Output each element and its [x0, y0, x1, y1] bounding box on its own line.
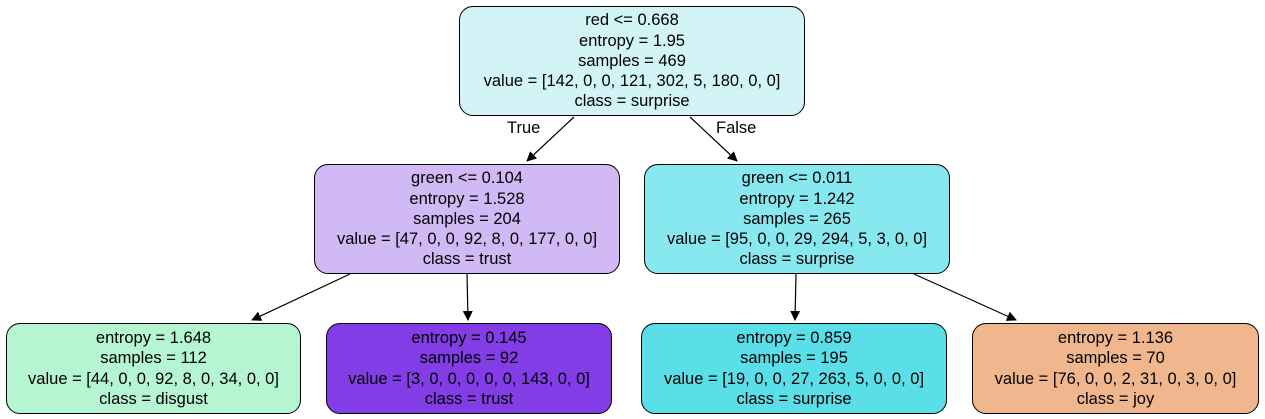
node-split: green <= 0.011 [741, 169, 853, 188]
node-entropy: entropy = 1.136 [1057, 329, 1174, 348]
node-class: class = trust [424, 389, 514, 408]
tree-leaf-left-right: entropy = 0.145 samples = 92 value = [3,… [326, 323, 612, 414]
node-class: class = joy [1076, 389, 1155, 408]
node-split: green <= 0.104 [411, 169, 523, 188]
node-class: class = trust [422, 250, 512, 269]
node-class: class = surprise [739, 250, 855, 269]
node-entropy: entropy = 1.528 [409, 189, 525, 208]
edge-root-right [689, 116, 738, 162]
edge-right-rightright [913, 273, 1017, 321]
node-samples: samples = 70 [1066, 349, 1165, 368]
node-entropy: entropy = 1.242 [739, 189, 855, 208]
edge-root-left [526, 116, 575, 162]
edge-left-leftright [462, 273, 473, 321]
node-entropy: entropy = 1.95 [579, 31, 685, 50]
node-samples: samples = 112 [100, 349, 207, 368]
node-value: value = [44, 0, 0, 92, 8, 0, 34, 0, 0] [28, 369, 279, 388]
tree-leaf-left-left: entropy = 1.648 samples = 112 value = [4… [6, 323, 301, 414]
node-entropy: entropy = 0.145 [411, 329, 527, 348]
node-entropy: entropy = 1.648 [95, 329, 212, 348]
tree-node-right: green <= 0.011 entropy = 1.242 samples =… [644, 164, 950, 274]
edge-label-true: True [507, 119, 541, 137]
tree-leaf-right-right: entropy = 1.136 samples = 70 value = [76… [972, 323, 1259, 414]
node-samples: samples = 265 [743, 209, 851, 228]
node-value: value = [95, 0, 0, 29, 294, 5, 3, 0, 0] [666, 230, 928, 249]
node-value: value = [19, 0, 0, 27, 263, 5, 0, 0, 0] [663, 369, 925, 388]
node-class: class = surprise [736, 389, 852, 408]
node-entropy: entropy = 0.859 [736, 329, 852, 348]
node-samples: samples = 195 [740, 349, 848, 368]
node-samples: samples = 92 [419, 349, 519, 368]
node-value: value = [47, 0, 0, 92, 8, 0, 177, 0, 0] [336, 230, 598, 249]
node-value: value = [142, 0, 0, 121, 302, 5, 180, 0,… [483, 72, 781, 91]
tree-node-root: red <= 0.668 entropy = 1.95 samples = 46… [459, 6, 805, 116]
node-value: value = [76, 0, 0, 2, 31, 0, 3, 0, 0] [994, 369, 1237, 388]
tree-node-left: green <= 0.104 entropy = 1.528 samples =… [314, 164, 620, 274]
node-class: class = surprise [574, 92, 690, 111]
node-value: value = [3, 0, 0, 0, 0, 0, 143, 0, 0] [348, 369, 590, 388]
node-split: red <= 0.668 [585, 11, 679, 30]
edge-left-leftleft [251, 273, 351, 321]
node-class: class = disgust [99, 389, 208, 408]
tree-leaf-right-left: entropy = 0.859 samples = 195 value = [1… [641, 323, 947, 414]
node-samples: samples = 204 [413, 209, 521, 228]
node-samples: samples = 469 [578, 51, 686, 70]
edge-right-rightleft [790, 273, 801, 321]
edge-label-false: False [716, 119, 757, 137]
